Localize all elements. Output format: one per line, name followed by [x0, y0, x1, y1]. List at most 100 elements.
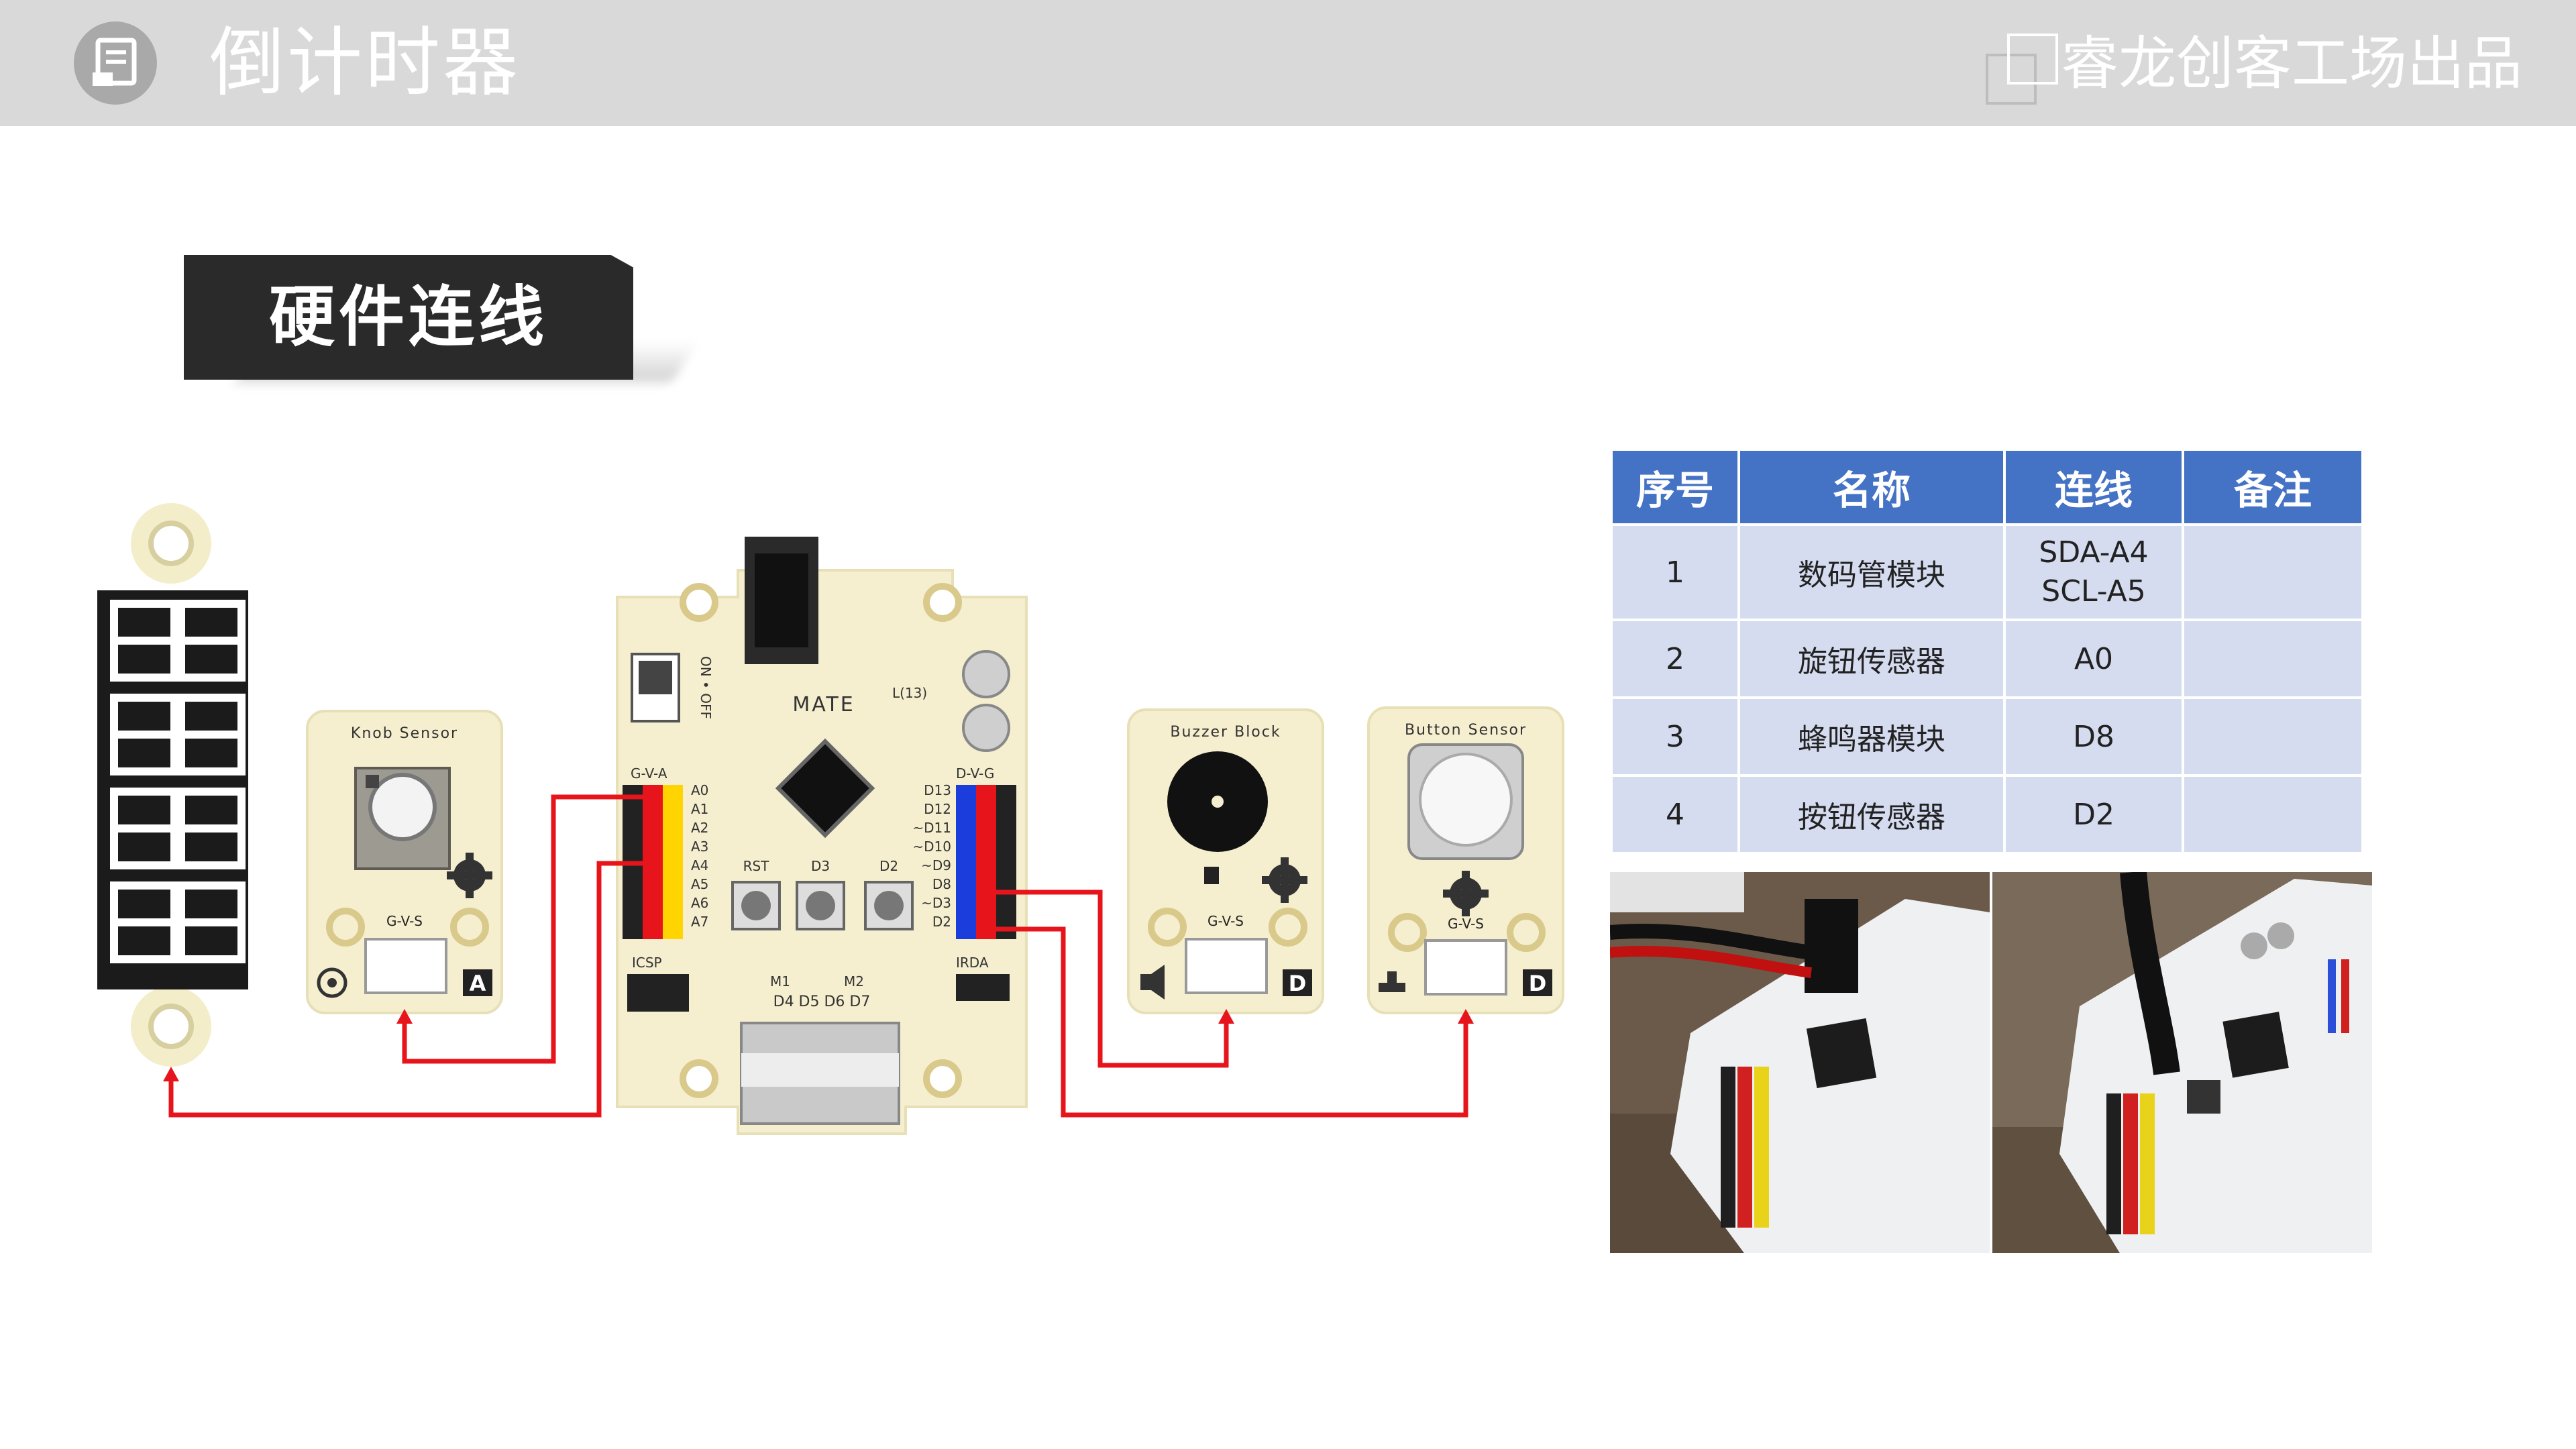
svg-text:D: D	[1529, 971, 1547, 996]
svg-text:D12: D12	[924, 801, 951, 817]
svg-text:A3: A3	[691, 839, 708, 855]
cell-connection: D2	[2006, 777, 2182, 852]
svg-text:D-V-G: D-V-G	[956, 765, 994, 782]
photo-left	[1610, 872, 1990, 1253]
seven-segment-digits	[110, 600, 246, 963]
buzzer-module: Buzzer Block G-V-S D	[1127, 708, 1324, 1014]
svg-text:D8: D8	[932, 876, 951, 892]
svg-text:D2: D2	[879, 858, 898, 874]
table-header-row: 序号 名称 连线 备注	[1613, 451, 2361, 523]
svg-text:A5: A5	[691, 876, 708, 892]
svg-text:M2: M2	[844, 973, 864, 989]
cell-note	[2184, 526, 2361, 619]
svg-text:D2: D2	[932, 914, 951, 930]
section-banner: 硬件连线	[184, 255, 633, 380]
mate-controller-board: ON • OFF MATE L(13) G-V-A D-V-G A0 A1 A2…	[616, 537, 1028, 1135]
cell-no: 3	[1613, 699, 1737, 774]
svg-text:~D11: ~D11	[912, 820, 951, 836]
svg-text:RST: RST	[743, 858, 770, 874]
svg-text:Button Sensor: Button Sensor	[1405, 722, 1527, 739]
wire-knob	[402, 794, 643, 1064]
wiring-table: 序号 名称 连线 备注 1 数码管模块 SDA-A4 SCL-A5 2 旋钮传感…	[1610, 448, 2364, 855]
cell-note	[2184, 777, 2361, 852]
svg-text:A1: A1	[691, 801, 708, 817]
gear-icon	[1443, 871, 1489, 916]
gear-icon	[1262, 857, 1307, 903]
button-sensor-module: Button Sensor G-V-S D	[1367, 706, 1564, 1014]
cell-name: 数码管模块	[1740, 526, 2003, 619]
svg-text:D3: D3	[811, 858, 830, 874]
svg-text:A0: A0	[691, 782, 708, 798]
page-title: 倒计时器	[209, 19, 521, 107]
cell-no: 1	[1613, 526, 1737, 619]
header-no: 序号	[1613, 451, 1737, 523]
svg-text:MATE: MATE	[792, 693, 855, 716]
connection-wires	[163, 794, 1474, 1118]
document-icon	[93, 38, 137, 86]
svg-text:D: D	[1289, 971, 1307, 996]
svg-text:G-V-S: G-V-S	[386, 913, 423, 929]
svg-text:D13: D13	[924, 782, 951, 798]
svg-text:Buzzer Block: Buzzer Block	[1170, 724, 1281, 741]
brand-logo-icon	[1986, 34, 2058, 105]
header-name: 名称	[1740, 451, 2003, 523]
cell-no: 4	[1613, 777, 1737, 852]
knob-sensor-module: Knob Sensor G-V-S A	[306, 710, 503, 1014]
svg-text:M1: M1	[770, 973, 790, 989]
cell-name: 旋钮传感器	[1740, 621, 2003, 696]
svg-text:A2: A2	[691, 820, 708, 836]
digit-display-module	[97, 503, 248, 1067]
analog-pin-labels: A0 A1 A2 A3 A4 A5 A6 A7	[691, 782, 708, 930]
cell-connection: A0	[2006, 621, 2182, 696]
cell-name: 蜂鸣器模块	[1740, 699, 2003, 774]
table-row: 1 数码管模块 SDA-A4 SCL-A5	[1613, 526, 2361, 619]
connection-line: SDA-A4	[2039, 535, 2149, 570]
table-row: 3 蜂鸣器模块 D8	[1613, 699, 2361, 774]
wire-buzzer	[986, 890, 1229, 1068]
svg-text:ICSP: ICSP	[632, 955, 662, 971]
svg-text:L(13): L(13)	[892, 685, 927, 701]
board-push-buttons	[731, 881, 914, 930]
svg-text:IRDA: IRDA	[956, 955, 989, 971]
document-icon-badge	[74, 21, 157, 105]
gear-icon	[447, 853, 492, 898]
svg-text:G-V-S: G-V-S	[1208, 913, 1244, 929]
svg-text:A4: A4	[691, 857, 708, 873]
cell-no: 2	[1613, 621, 1737, 696]
table-row: 4 按钮传感器 D2	[1613, 777, 2361, 852]
wiring-diagram: Knob Sensor G-V-S A ON • OFF	[97, 503, 1564, 1135]
svg-text:~D3: ~D3	[921, 895, 951, 911]
cell-name: 按钮传感器	[1740, 777, 2003, 852]
hardware-photos	[1610, 872, 2372, 1253]
svg-text:A7: A7	[691, 914, 708, 930]
cell-connection: D8	[2006, 699, 2182, 774]
wire-display	[168, 861, 643, 1118]
connection-line: SCL-A5	[2041, 574, 2146, 608]
svg-text:A6: A6	[691, 895, 708, 911]
svg-text:~D10: ~D10	[912, 839, 951, 855]
cell-note	[2184, 699, 2361, 774]
svg-text:ON • OFF: ON • OFF	[698, 656, 714, 719]
button-press-icon	[1379, 971, 1405, 992]
table-row: 2 旋钮传感器 A0	[1613, 621, 2361, 696]
section-title: 硬件连线	[268, 279, 548, 356]
svg-text:~D9: ~D9	[921, 857, 951, 873]
knob-sensor-title: Knob Sensor	[351, 725, 458, 742]
pin-rows-right	[2106, 1093, 2155, 1234]
header-connection: 连线	[2006, 451, 2182, 523]
cell-note	[2184, 621, 2361, 696]
svg-text:A: A	[470, 971, 486, 996]
digital-pin-header	[956, 785, 1016, 939]
pin-rows-left	[1721, 1067, 1769, 1228]
svg-text:D4 D5 D6 D7: D4 D5 D6 D7	[773, 994, 871, 1010]
digital-pin-labels: D13 D12 ~D11 ~D10 ~D9 D8 ~D3 D2	[912, 782, 951, 930]
header-note: 备注	[2184, 451, 2361, 523]
photo-right	[1992, 872, 2372, 1253]
svg-text:G-V-S: G-V-S	[1448, 916, 1484, 932]
wire-button	[986, 926, 1468, 1118]
svg-text:G-V-A: G-V-A	[631, 765, 667, 782]
cell-connection: SDA-A4 SCL-A5	[2006, 526, 2182, 619]
speaker-icon	[1140, 965, 1165, 1000]
brand-name: 睿龙创客工场出品	[2061, 30, 2522, 97]
header-bar: 倒计时器 睿龙创客工场出品	[0, 0, 2576, 126]
